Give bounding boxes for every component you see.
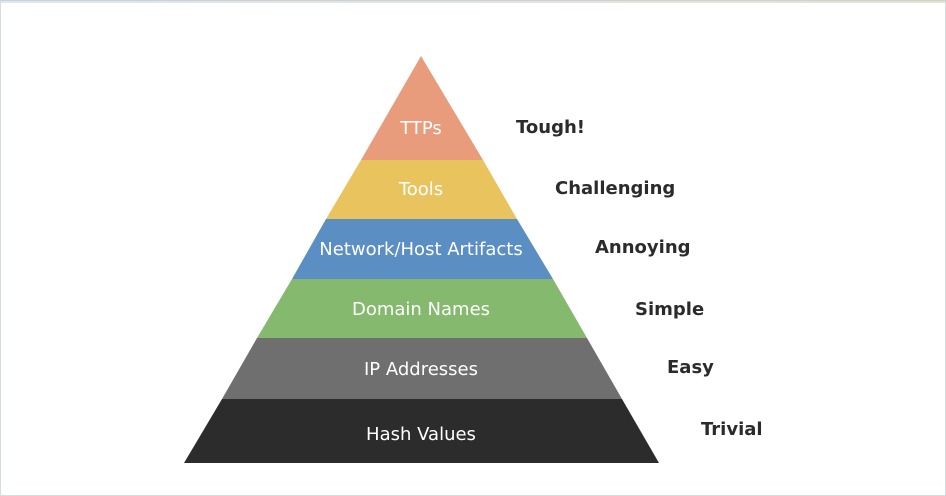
difficulty-label-annoying: Annoying [595,237,691,258]
pyramid-layer-network-host-artifacts [292,219,553,279]
layer-label-ip-addresses: IP Addresses [364,359,478,380]
pyramid-layer-ttps [361,56,483,160]
pyramid-layer-ip-addresses [222,338,622,399]
layer-label-network-host-artifacts: Network/Host Artifacts [319,239,522,260]
layer-label-ttps: TTPs [399,118,442,139]
difficulty-label-challenging: Challenging [555,178,675,199]
pyramid-layer-domain-names [257,279,587,338]
layer-label-hash-values: Hash Values [366,424,476,445]
difficulty-label-simple: Simple [635,299,704,320]
pyramid-layer-tools [326,160,517,219]
difficulty-label-easy: Easy [667,357,714,378]
layer-label-domain-names: Domain Names [352,299,490,320]
pyramid-layer-hash-values [184,399,659,463]
layer-label-tools: Tools [398,179,443,200]
difficulty-label-tough: Tough! [516,117,585,138]
difficulty-label-trivial: Trivial [701,419,763,440]
